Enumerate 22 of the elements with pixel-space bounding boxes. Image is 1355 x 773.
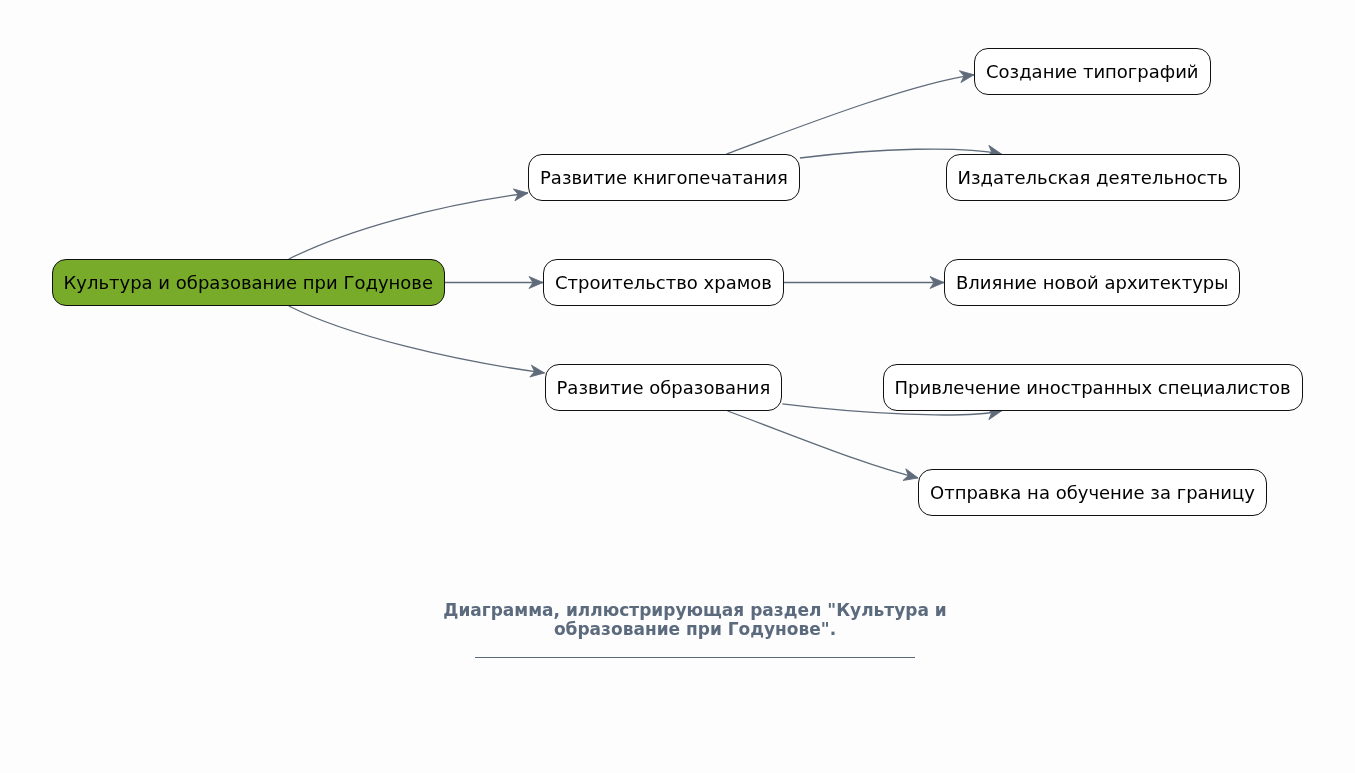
rounded-box: [51, 259, 445, 306]
node-label: Отправка на обучение за границу: [930, 481, 1255, 504]
arrow: [444, 276, 544, 289]
node-label: Издательская деятельность: [957, 166, 1228, 189]
node-label: Культура и образование при Годунове: [63, 271, 433, 294]
node-label: Влияние новой архитектуры: [956, 271, 1229, 294]
rounded-box: [944, 259, 1241, 306]
arrow: [725, 70, 975, 155]
rounded-box: [918, 469, 1267, 516]
rounded-box: [974, 48, 1211, 95]
rounded-box: [945, 154, 1240, 201]
rounded-box: [882, 364, 1303, 411]
node-label: Развитие книгопечатания: [540, 166, 788, 189]
rounded-box: [544, 364, 783, 411]
node-label: Строительство храмов: [555, 271, 772, 294]
node-label: Развитие образования: [556, 376, 771, 399]
node-label: Привлечение иностранных специалистов: [894, 376, 1291, 399]
caption: Диаграмма, иллюстрирующая раздел "Культура и образование при Годунове".: [442, 601, 948, 639]
node-label: Создание типографий: [986, 60, 1199, 83]
arrow: [783, 276, 945, 289]
rounded-box: [528, 154, 800, 201]
rounded-box: [543, 259, 784, 306]
